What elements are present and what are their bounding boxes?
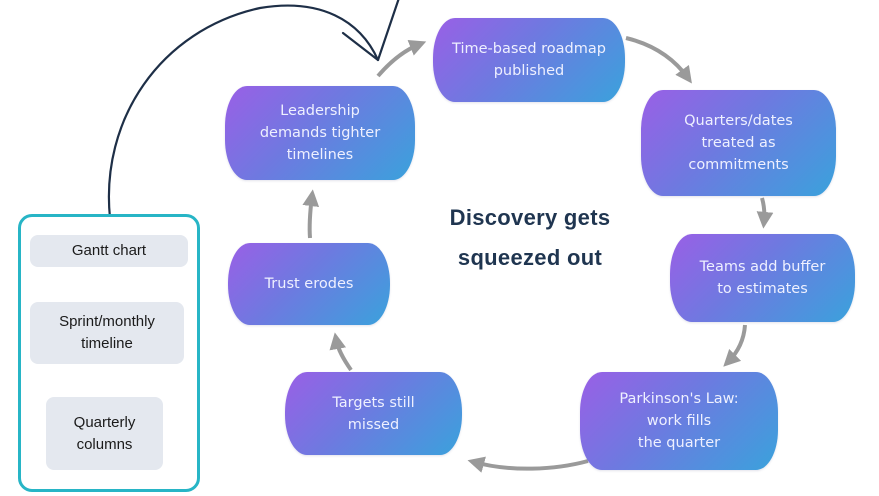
format-chip-gantt: Gantt chart [30,235,188,267]
step-commitments: Quarters/dates treated as commitments [641,90,836,196]
step-leadership: Leadership demands tighter timelines [225,86,415,180]
step-label: Teams add buffer to estimates [699,259,826,297]
arrow-parkinson-to-missed [467,456,589,473]
hand-drawn-arrowhead [341,0,400,62]
step-buffer: Teams add buffer to estimates [670,234,855,322]
arrow-buffer-to-parkinson [723,324,747,367]
step-label: Time-based roadmap published [452,41,606,79]
step-label: Trust erodes [264,276,354,292]
step-trust: Trust erodes [228,243,390,325]
arrow-roadmap-to-commitments [625,36,692,84]
format-chip-quarterly: Quarterly columns [46,397,163,470]
step-parkinson: Parkinson's Law: work fills the quarter [580,372,778,470]
step-label: Leadership demands tighter timelines [259,103,381,163]
step-label: Parkinson's Law: work fills the quarter [619,391,739,451]
step-missed: Targets still missed [285,372,462,455]
arrow-missed-to-trust [329,332,353,372]
arrow-trust-to-leadership [302,189,320,239]
arrow-leadership-to-roadmap [376,39,427,78]
step-label: Targets still missed [332,394,415,433]
arrow-commitments-to-buffer [756,197,774,229]
format-chip-sprint: Sprint/monthly timeline [30,302,184,364]
center-title: Discovery gets squeezed out [449,205,611,270]
step-roadmap: Time-based roadmap published [433,18,625,102]
step-label: Quarters/dates treated as commitments [684,113,793,173]
